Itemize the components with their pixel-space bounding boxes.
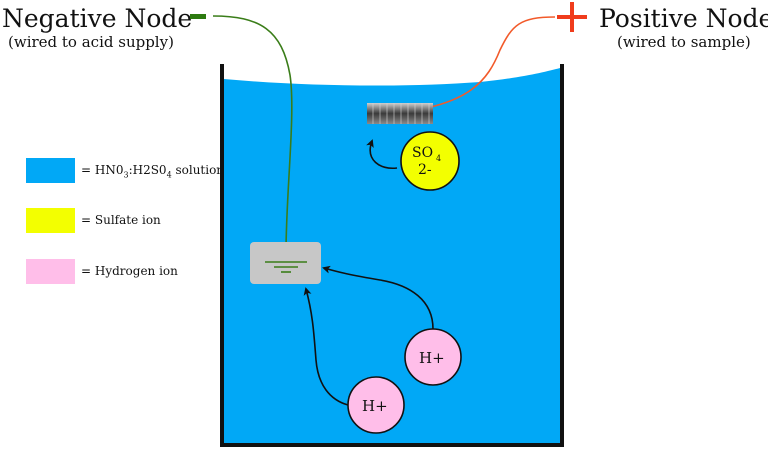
sample-electrode [367, 103, 433, 124]
hydrogen-ion-path [322, 265, 434, 330]
negative-node-subtitle: (wired to acid supply) [8, 33, 174, 51]
sulfate-subscript: 4 [436, 154, 441, 163]
negative-sign-icon [190, 14, 206, 19]
legend-swatch-hydrogen [26, 259, 75, 284]
legend-swatch-solution [26, 158, 75, 183]
sulfate-formula: SO [412, 145, 433, 161]
legend-swatch-sulfate [26, 208, 75, 233]
negative-wire [212, 15, 293, 263]
positive-node-subtitle: (wired to sample) [617, 33, 751, 51]
positive-node-title: Positive Node [599, 4, 768, 33]
positive-sign-vertical [570, 2, 574, 32]
acid-solution [224, 68, 560, 445]
legend-label-solution: = HN03:H2S04 solution [81, 163, 225, 180]
sulfate-charge: 2- [418, 162, 432, 178]
negative-node-title: Negative Node [2, 4, 193, 33]
hydrogen-ion-label: H+ [419, 349, 445, 367]
hydrogen-ion-path [303, 287, 349, 406]
hydrogen-ion-label: H+ [362, 397, 388, 415]
ground-icon [265, 261, 307, 273]
positive-wire [396, 16, 556, 113]
legend-label-hydrogen: = Hydrogen ion [81, 264, 178, 278]
legend-label-sulfate: = Sulfate ion [81, 213, 161, 227]
cathode-plate [250, 242, 321, 284]
sulfate-arrow [366, 139, 398, 169]
beaker-container [220, 64, 564, 447]
sulfate-ion [400, 131, 460, 191]
